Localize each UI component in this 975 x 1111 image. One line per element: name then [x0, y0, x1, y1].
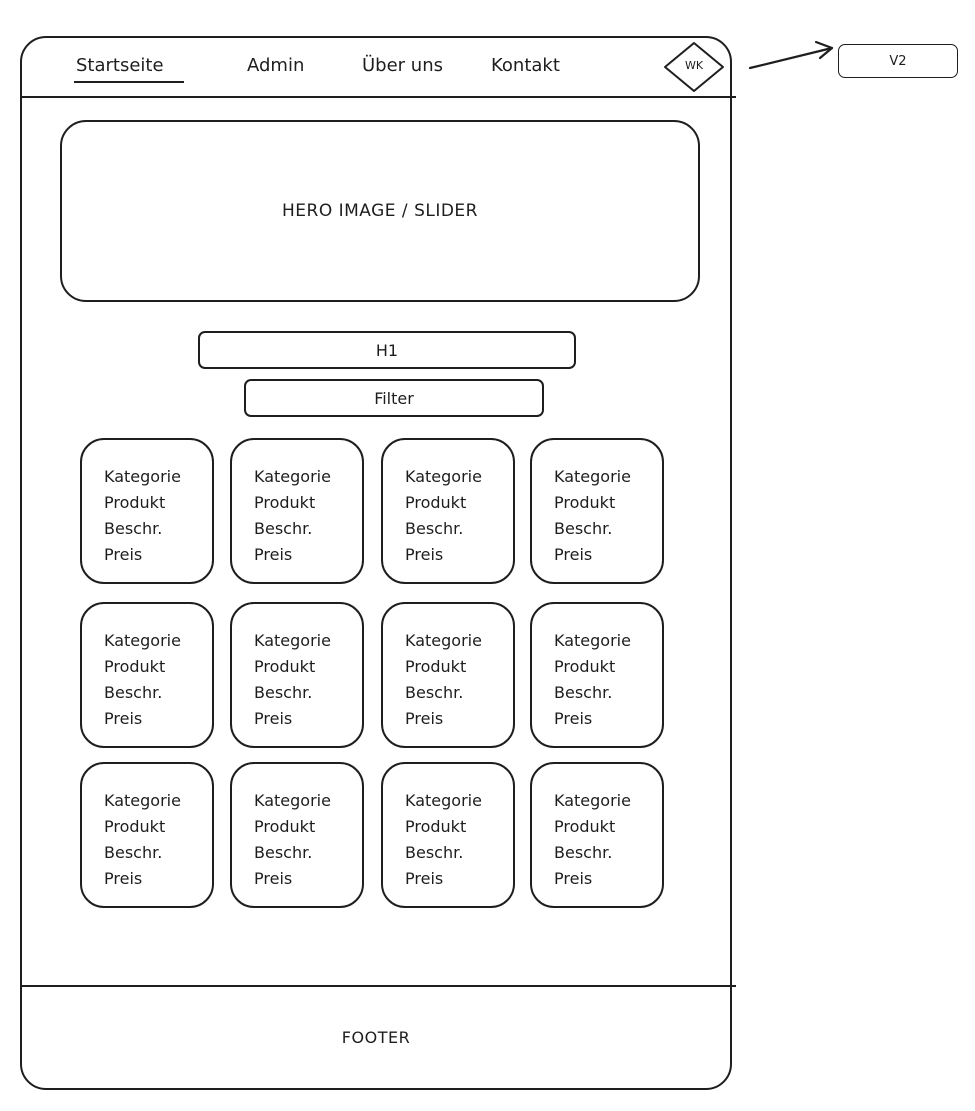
product-name: Produkt	[254, 657, 316, 676]
product-name: Produkt	[104, 817, 166, 836]
wireframe-frame	[20, 36, 732, 1090]
product-price: Preis	[104, 709, 143, 728]
arrow-icon	[748, 40, 834, 70]
product-category: Kategorie	[405, 467, 482, 486]
product-category: Kategorie	[405, 631, 482, 650]
product-price: Preis	[405, 869, 444, 888]
footer-divider	[20, 985, 736, 987]
product-description: Beschr.	[554, 843, 613, 862]
product-price: Preis	[554, 869, 593, 888]
product-description: Beschr.	[254, 519, 313, 538]
version-badge: V2	[838, 44, 958, 78]
product-name: Produkt	[104, 493, 166, 512]
page-heading: H1	[198, 331, 576, 369]
product-description: Beschr.	[405, 843, 464, 862]
version-label: V2	[889, 53, 907, 69]
product-price: Preis	[405, 545, 444, 564]
product-name: Produkt	[554, 657, 616, 676]
product-description: Beschr.	[554, 683, 613, 702]
product-category: Kategorie	[254, 631, 331, 650]
product-category: Kategorie	[554, 467, 631, 486]
product-name: Produkt	[405, 493, 467, 512]
hero-slider[interactable]: HERO IMAGE / SLIDER	[60, 120, 700, 302]
nav-active-underline	[74, 81, 184, 83]
product-price: Preis	[254, 545, 293, 564]
product-name: Produkt	[104, 657, 166, 676]
product-price: Preis	[104, 545, 143, 564]
heading-label: H1	[375, 340, 399, 360]
product-price: Preis	[254, 709, 293, 728]
product-price: Preis	[254, 869, 293, 888]
product-name: Produkt	[554, 817, 616, 836]
product-category: Kategorie	[104, 467, 181, 486]
filter-button[interactable]: Filter	[244, 379, 544, 417]
product-category: Kategorie	[554, 791, 631, 810]
nav-item-admin[interactable]: Admin	[247, 55, 305, 76]
nav-item-startseite[interactable]: Startseite	[76, 55, 164, 76]
product-category: Kategorie	[254, 791, 331, 810]
product-price: Preis	[405, 709, 444, 728]
product-category: Kategorie	[104, 631, 181, 650]
product-description: Beschr.	[254, 843, 313, 862]
cart-label[interactable]: WK	[684, 59, 704, 72]
nav-item-kontakt[interactable]: Kontakt	[491, 55, 560, 76]
product-description: Beschr.	[554, 519, 613, 538]
product-name: Produkt	[554, 493, 616, 512]
product-description: Beschr.	[104, 843, 163, 862]
product-category: Kategorie	[554, 631, 631, 650]
product-price: Preis	[554, 545, 593, 564]
hero-label: HERO IMAGE / SLIDER	[281, 201, 478, 221]
product-description: Beschr.	[104, 683, 163, 702]
header-divider	[20, 96, 736, 98]
product-description: Beschr.	[254, 683, 313, 702]
footer: FOOTER	[20, 1028, 732, 1047]
product-category: Kategorie	[254, 467, 331, 486]
product-description: Beschr.	[405, 683, 464, 702]
nav-item-ueber-uns[interactable]: Über uns	[362, 55, 443, 76]
product-price: Preis	[104, 869, 143, 888]
product-name: Produkt	[254, 493, 316, 512]
product-category: Kategorie	[405, 791, 482, 810]
product-price: Preis	[554, 709, 593, 728]
product-name: Produkt	[405, 817, 467, 836]
cart-diamond-icon[interactable]	[662, 41, 726, 93]
product-description: Beschr.	[104, 519, 163, 538]
footer-label: FOOTER	[341, 1028, 411, 1047]
product-category: Kategorie	[104, 791, 181, 810]
product-name: Produkt	[254, 817, 316, 836]
product-name: Produkt	[405, 657, 467, 676]
product-description: Beschr.	[405, 519, 464, 538]
filter-label: Filter	[374, 388, 414, 408]
